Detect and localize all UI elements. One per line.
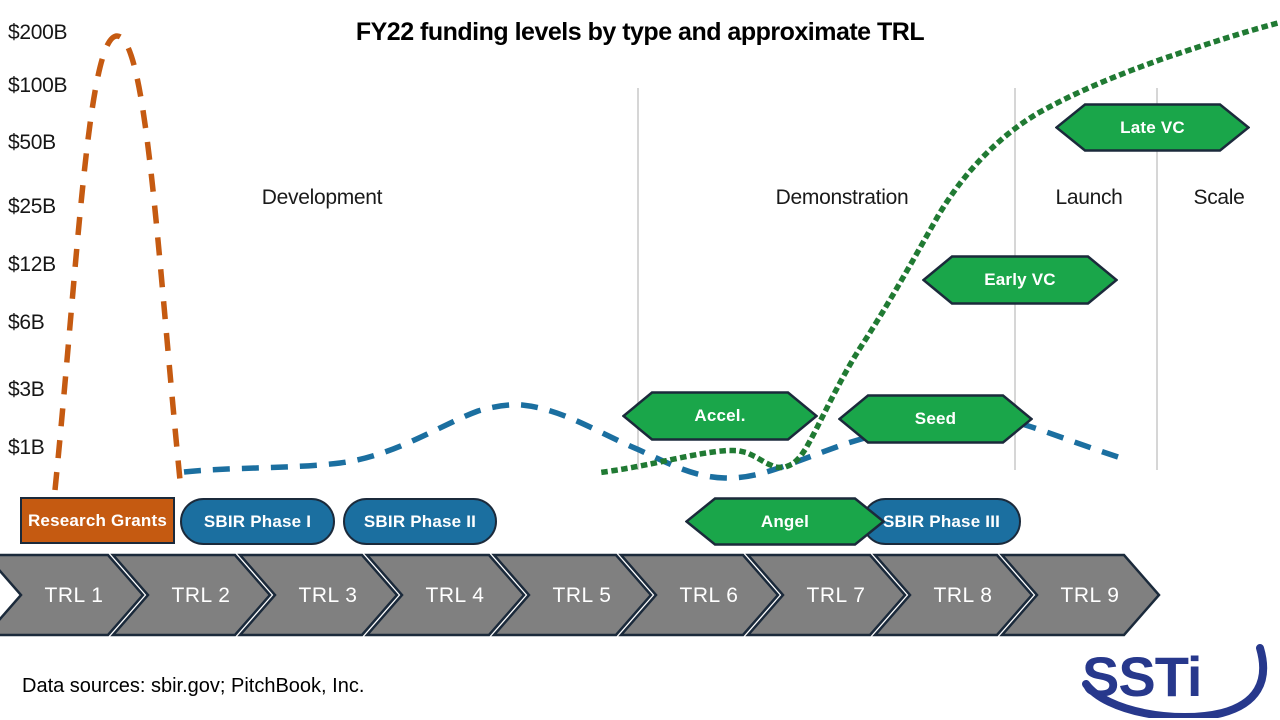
ssti-logo-swoosh — [1082, 644, 1268, 718]
trl-chevron — [110, 553, 272, 637]
research-grants-curve — [52, 33, 184, 491]
trl-label: TRL 3 — [299, 584, 358, 607]
seed-label: Seed — [914, 409, 957, 428]
trl-label: TRL 4 — [426, 584, 485, 607]
trl-chevron-row: TRL 1 TRL 2 TRL 3 TRL 4 TRL 5 TRL 6 TRL 7 TRL 8… — [0, 553, 1161, 637]
y-tick-100b: $100B — [8, 74, 68, 97]
early-vc-badge: Early VC — [922, 255, 1118, 305]
chart-title: FY22 funding levels by type and approxim… — [355, 18, 925, 46]
y-tick-25b: $25B — [8, 195, 56, 218]
sbir-phase-3-badge: SBIR Phase III — [862, 498, 1021, 545]
hexagon-shape — [622, 391, 818, 441]
y-tick-200b: $200B — [8, 21, 68, 44]
hexagon-shape — [685, 497, 885, 546]
trl-label: TRL 1 — [45, 584, 104, 607]
trl-chevron — [491, 553, 653, 637]
y-tick-50b: $50B — [8, 131, 56, 154]
research-grants-badge: Research Grants — [20, 497, 175, 544]
sbir-phase-3-label: SBIR Phase III — [882, 511, 1001, 531]
y-tick-12b: $12B — [8, 253, 56, 276]
phase-label-development: Development — [261, 186, 383, 209]
trl-chevron — [872, 553, 1034, 637]
trl-label: TRL 8 — [934, 584, 993, 607]
hexagon-shape — [922, 255, 1118, 305]
data-sources-note: Data sources: sbir.gov; PitchBook, Inc. — [22, 675, 365, 697]
trl-chevron — [237, 553, 399, 637]
late-vc-badge: Late VC — [1055, 103, 1250, 152]
hexagon-shape — [838, 394, 1033, 444]
angel-badge: Angel — [685, 497, 885, 546]
seed-badge: Seed — [838, 394, 1033, 444]
phase-label-scale: Scale — [1193, 186, 1245, 209]
sbir-phase-2-badge: SBIR Phase II — [343, 498, 497, 545]
sbir-phase-2-label: SBIR Phase II — [363, 511, 477, 531]
trl-chevron — [364, 553, 526, 637]
sbir-phase-1-label: SBIR Phase I — [203, 511, 312, 531]
y-tick-3b: $3B — [8, 378, 45, 401]
late-vc-label: Late VC — [1120, 117, 1185, 137]
trl-label: TRL 6 — [680, 584, 739, 607]
ssti-logo: SSTi — [1082, 644, 1268, 718]
trl-label: TRL 9 — [1061, 584, 1120, 607]
trl-label: TRL 5 — [553, 584, 612, 607]
y-tick-1b: $1B — [8, 436, 45, 459]
early-vc-label: Early VC — [984, 270, 1056, 289]
y-tick-6b: $6B — [8, 311, 45, 334]
accel-badge: Accel. — [622, 391, 818, 441]
angel-label: Angel — [760, 511, 810, 531]
accel-label: Accel. — [694, 406, 746, 425]
phase-label-demonstration: Demonstration — [775, 186, 909, 209]
trl-chevron — [745, 553, 907, 637]
venture-capital-curve — [600, 19, 1280, 476]
trl-label: TRL 7 — [807, 584, 866, 607]
trl-chevron — [0, 553, 145, 637]
sbir-phase-1-badge: SBIR Phase I — [180, 498, 335, 545]
research-grants-label: Research Grants — [27, 510, 168, 530]
trl-chevron — [999, 553, 1161, 637]
trl-chevron — [618, 553, 780, 637]
hexagon-shape — [1055, 103, 1250, 152]
phase-label-launch: Launch — [1055, 186, 1123, 209]
trl-label: TRL 2 — [172, 584, 231, 607]
